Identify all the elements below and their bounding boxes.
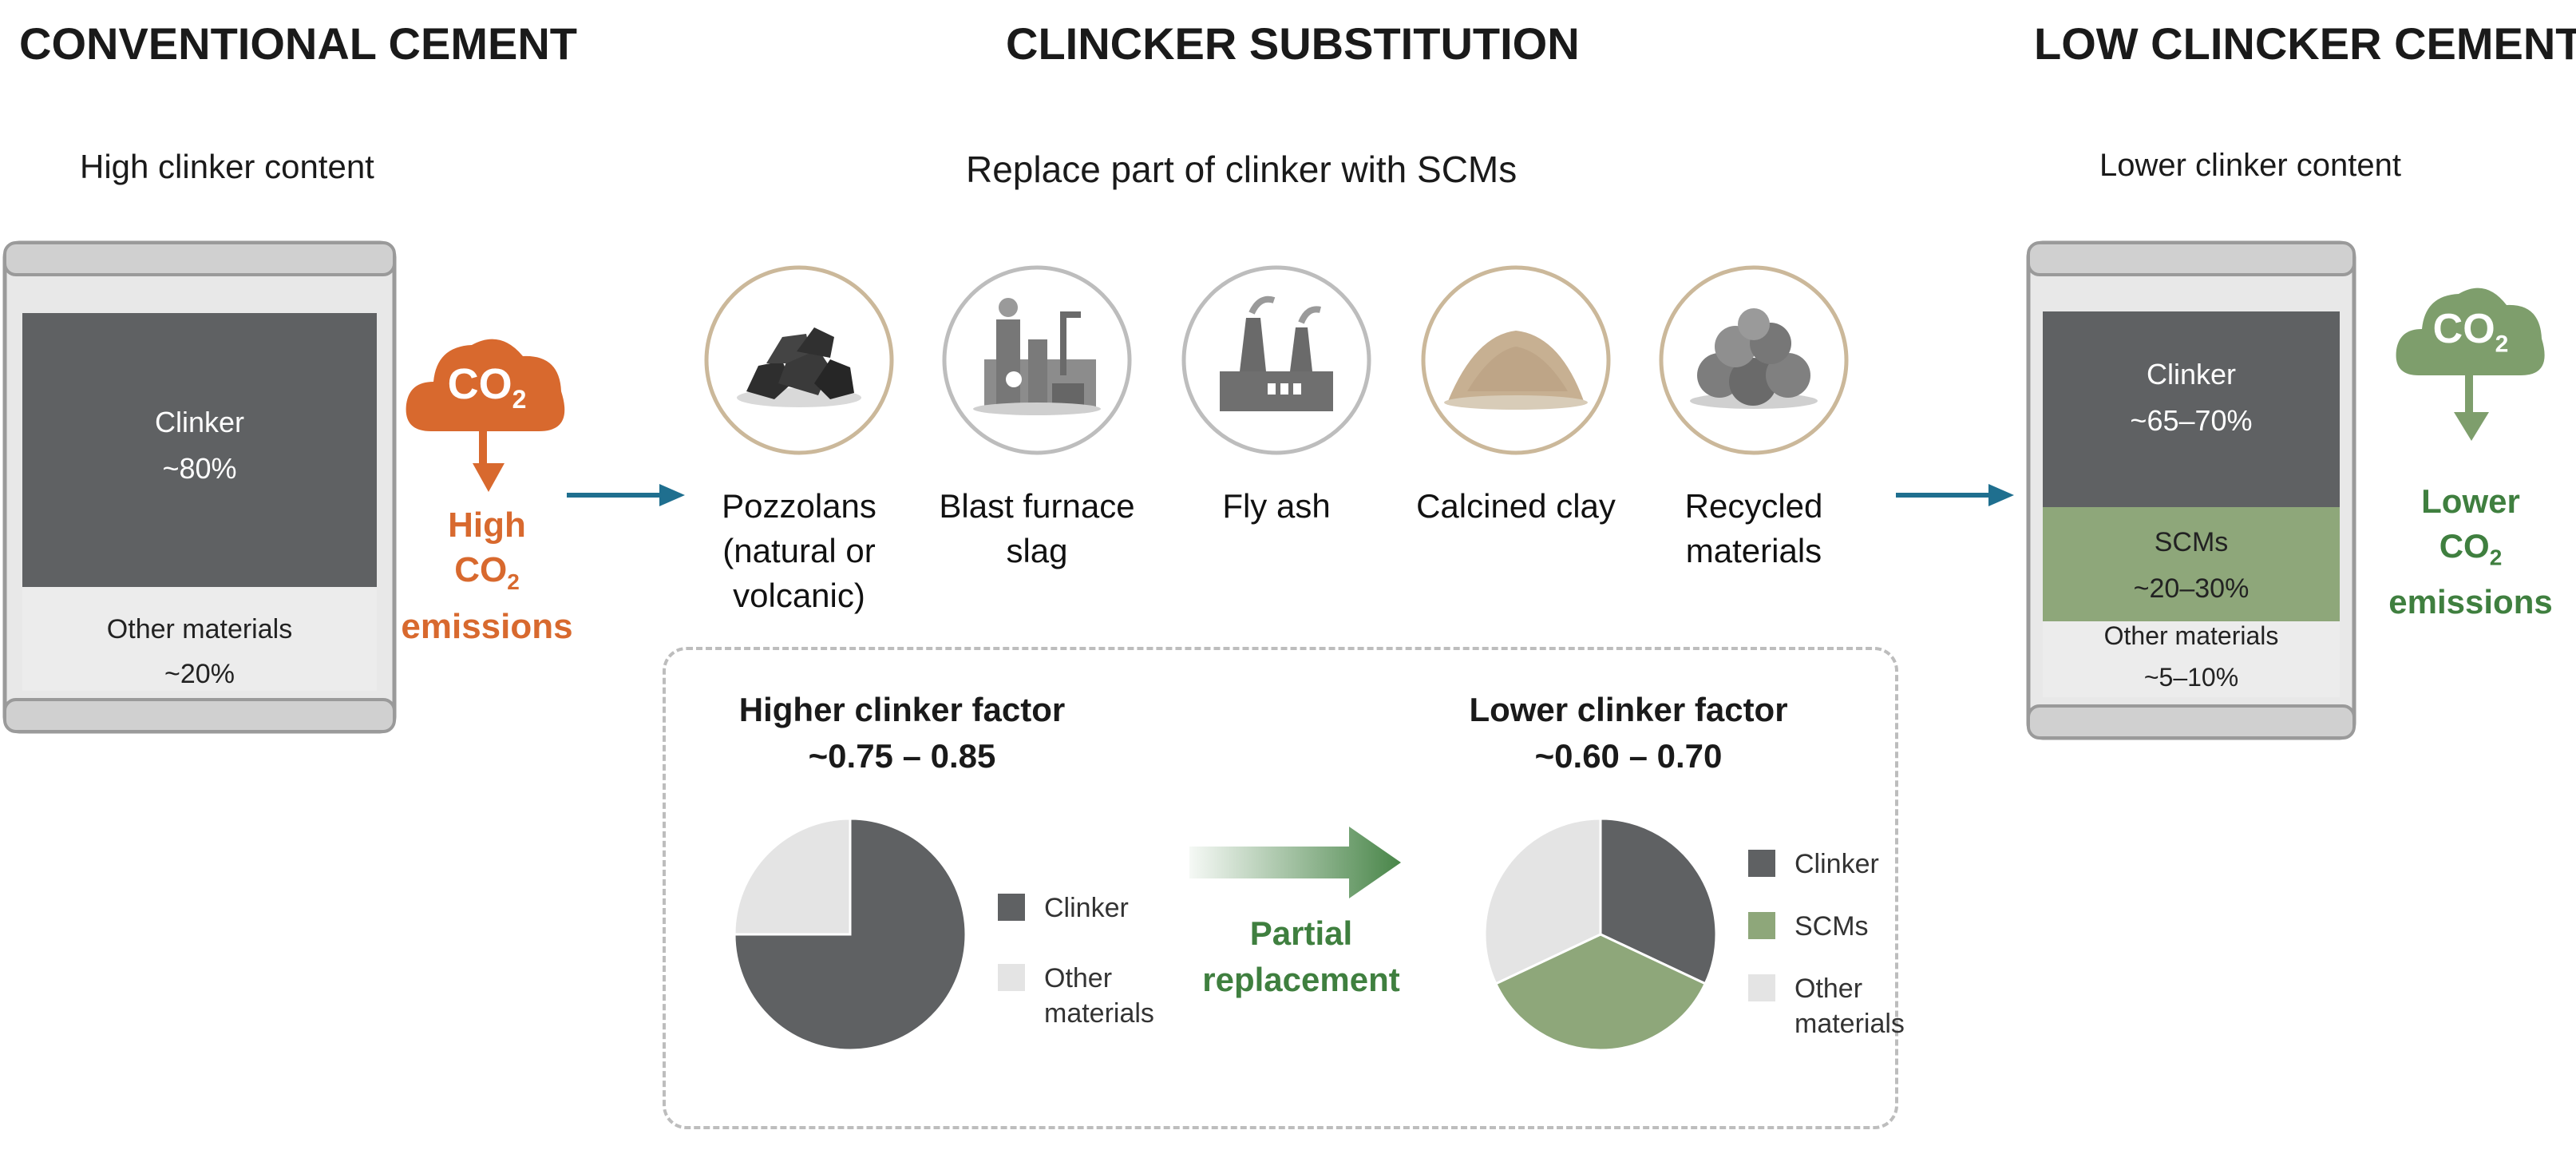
arrow-down-icon — [2454, 412, 2489, 441]
cement-bag-conventional: Clinker ~80% Other materials ~20% — [0, 240, 399, 735]
emissions-label-low: emissions — [2388, 583, 2553, 621]
clinker-factor-panel — [663, 647, 1898, 1129]
legend-label-scms: SCMs — [1794, 911, 1869, 942]
pie-slice-clinker — [1599, 817, 1718, 985]
heading-clinker-substitution: CLINCKER SUBSTITUTION — [1006, 18, 1580, 69]
legend-swatch-clinker — [1748, 850, 1775, 877]
higher-clinker-factor: Higher clinker factor ~0.75 – 0.85 — [702, 687, 1102, 779]
heading-low-clinker-cement: LOW CLINCKER CEMENT — [2034, 18, 2576, 69]
bag-clinker-value: ~65–70% — [2130, 404, 2253, 437]
lower-label: Lower — [2421, 482, 2520, 520]
pie-slice-scms — [1494, 933, 1707, 1052]
lower-co2-emissions-text: Lower CO2 emissions — [2371, 479, 2570, 625]
emissions-label-high: emissions — [401, 606, 573, 646]
other-materials-layer — [2043, 621, 2340, 697]
co2-text-high: CO — [447, 360, 512, 408]
gravel-pile-icon — [1659, 265, 1849, 455]
pie-chart-higher-clinker — [733, 817, 967, 1052]
partial-replacement-label: Partial replacement — [1202, 914, 1400, 998]
pie-chart-lower-clinker — [1483, 817, 1718, 1052]
material-label-blast-furnace: Blast furnace slag — [939, 487, 1135, 569]
legend-label-clinker: Clinker — [1044, 893, 1129, 923]
bag-scms-label: SCMs — [2154, 527, 2229, 557]
arrow-right-icon — [567, 484, 685, 506]
bag-scms-value: ~20–30% — [2133, 573, 2250, 604]
bag-other-label: Other materials — [2103, 621, 2279, 650]
arrow-right-gradient-icon — [1189, 827, 1401, 898]
cloud-icon — [406, 339, 565, 468]
clinker-layer — [22, 313, 377, 587]
rock-pile-icon — [704, 265, 894, 455]
material-icon-recycled — [1657, 264, 1850, 461]
cement-bag-low-clinker: Clinker ~65–70% SCMs ~20–30% Other mater… — [2024, 240, 2359, 743]
bag-clinker-label: Clinker — [154, 406, 245, 438]
legend-swatch-other — [1748, 974, 1775, 1001]
material-icon-pozzolans — [702, 264, 896, 461]
higher-factor-range: ~0.75 – 0.85 — [808, 737, 996, 775]
bag-other-value: ~5–10% — [2143, 663, 2239, 692]
heading-conventional-cement: CONVENTIONAL CEMENT — [19, 18, 577, 69]
cement-bag-shape — [2, 240, 397, 734]
clinker-layer — [2043, 311, 2340, 507]
pie-slice-other-materials — [1483, 817, 1602, 985]
material-icon-blast-furnace — [940, 264, 1134, 461]
co2-cloud-high: CO2 — [395, 311, 579, 471]
co2-cloud-low: CO2 — [2387, 264, 2558, 415]
legend-label-clinker: Clinker — [1794, 849, 1879, 879]
bag-other-label: Other materials — [106, 614, 293, 644]
co2-text-low: CO — [2432, 306, 2495, 352]
pie-slice-other-materials — [733, 817, 852, 936]
lower-factor-title: Lower clinker factor — [1469, 691, 1788, 728]
arrow-right-icon — [1896, 484, 2014, 506]
subtitle-high-clinker: High clinker content — [80, 148, 374, 185]
co2-subscript-high: 2 — [512, 384, 527, 414]
high-label: High — [448, 506, 526, 545]
scms-layer — [2043, 507, 2340, 621]
legend-swatch-scms — [1748, 912, 1775, 939]
bag-other-value: ~20% — [164, 659, 235, 689]
legend-swatch-other — [998, 964, 1025, 991]
partial-replacement-arrow — [1189, 823, 1405, 906]
material-icon-fly-ash — [1180, 264, 1373, 461]
material-label-pozzolans: Pozzolans (natural or volcanic) — [722, 487, 876, 614]
clay-mound-icon — [1421, 265, 1611, 455]
lower-clinker-factor: Lower clinker factor ~0.60 – 0.70 — [1429, 687, 1828, 779]
bag-clinker-label: Clinker — [2146, 358, 2237, 391]
co2-label-low: CO2 — [2439, 527, 2503, 570]
down-arrow-green — [2454, 412, 2489, 448]
other-materials-layer — [22, 587, 377, 691]
co2-subscript-low: 2 — [2495, 331, 2509, 358]
lower-factor-range: ~0.60 – 0.70 — [1534, 737, 1723, 775]
blast-furnace-icon — [942, 265, 1132, 455]
subtitle-replace-clinker: Replace part of clinker with SCMs — [966, 149, 1518, 190]
factory-icon — [1181, 265, 1371, 455]
co2-label-high: CO2 — [454, 550, 520, 594]
arrow-to-substitution — [567, 479, 687, 515]
higher-factor-title: Higher clinker factor — [738, 691, 1066, 728]
subtitle-lower-clinker: Lower clinker content — [2099, 148, 2401, 183]
material-icon-calcined-clay — [1419, 264, 1612, 461]
material-label-fly-ash: Fly ash — [1222, 487, 1331, 525]
material-label-calcined-clay: Calcined clay — [1416, 487, 1616, 525]
arrow-down-icon — [473, 463, 505, 492]
bag-clinker-value: ~80% — [162, 452, 237, 485]
material-label-recycled: Recycled materials — [1684, 487, 1823, 569]
cement-bag-shape — [2026, 240, 2356, 740]
cloud-icon — [2396, 288, 2545, 412]
high-co2-emissions-text: High CO2 emissions — [383, 503, 591, 649]
arrow-to-low-clinker — [1896, 479, 2016, 515]
legend-swatch-clinker — [998, 894, 1025, 921]
down-arrow-orange — [473, 463, 505, 499]
